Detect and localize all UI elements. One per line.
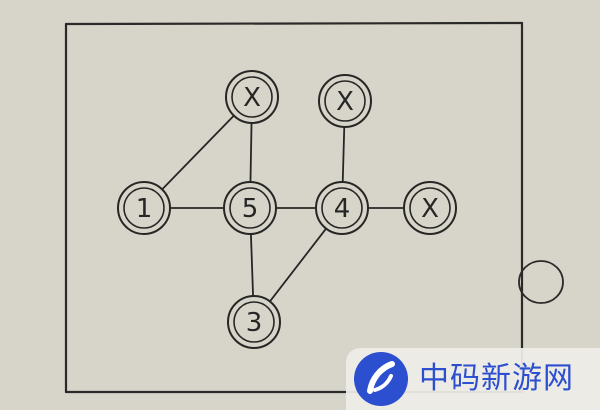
- watermark-badge: 中码新游网: [346, 348, 600, 410]
- node-outer-ring: [403, 181, 457, 235]
- node-outer-ring: [318, 74, 372, 128]
- edge-n-1-n-x-top: [161, 114, 235, 191]
- node-4[interactable]: 4: [315, 181, 369, 235]
- edge-n-4-n-x-top-right: [341, 126, 346, 183]
- node-inner-ring: [123, 187, 165, 229]
- edge-n-x-top-n-5: [249, 122, 253, 183]
- node-inner-ring: [324, 80, 366, 122]
- node-x-top-right[interactable]: X: [318, 74, 372, 128]
- node-label: 1: [136, 194, 153, 224]
- watermark-logo-icon: [354, 352, 408, 406]
- edge-n-5-n-3: [250, 233, 254, 297]
- node-label: X: [243, 83, 261, 113]
- node-5[interactable]: 5: [223, 181, 277, 235]
- side-circle[interactable]: [518, 260, 564, 304]
- node-label: 5: [242, 194, 259, 224]
- node-1[interactable]: 1: [117, 181, 171, 235]
- edge-n-4-n-3: [268, 227, 328, 303]
- node-outer-ring: [227, 295, 281, 349]
- node-inner-ring: [321, 187, 363, 229]
- node-label: 4: [334, 194, 351, 224]
- node-label: 3: [246, 308, 263, 338]
- watermark-text: 中码新游网: [419, 361, 574, 396]
- node-outer-ring: [315, 181, 369, 235]
- edges-layer: [161, 114, 405, 303]
- node-outer-ring: [117, 181, 171, 235]
- node-outer-ring: [225, 70, 279, 124]
- node-outer-ring: [223, 181, 277, 235]
- node-3[interactable]: 3: [227, 295, 281, 349]
- node-x-right[interactable]: X: [403, 181, 457, 235]
- node-x-top[interactable]: X: [225, 70, 279, 124]
- node-inner-ring: [233, 301, 275, 343]
- node-label: X: [336, 87, 354, 117]
- node-label: X: [421, 194, 439, 224]
- puzzle-frame: [64, 21, 524, 394]
- node-inner-ring: [231, 76, 273, 118]
- node-inner-ring: [229, 187, 271, 229]
- nodes-layer: 1 5 4 3 X X X: [117, 70, 457, 349]
- frame-top-edge: [64, 21, 524, 26]
- node-inner-ring: [409, 187, 451, 229]
